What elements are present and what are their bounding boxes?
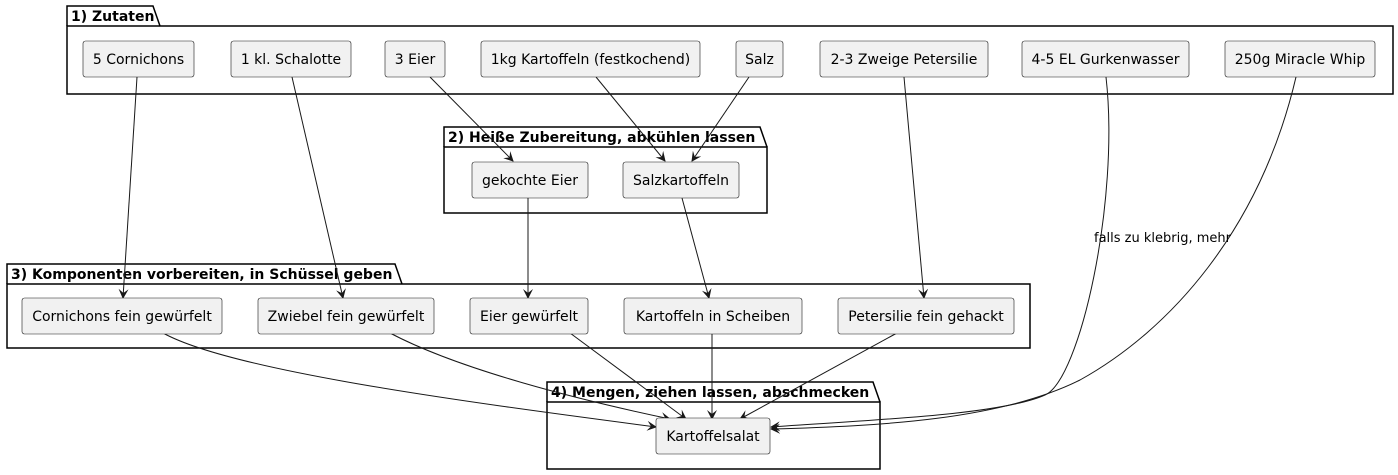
edge-petersilie-to-kartoffelsalat (739, 332, 898, 420)
edge-cornichons-to-gewuerfelt (118, 76, 138, 299)
edge-eier-to-kartoffelsalat (569, 332, 687, 420)
svg-text:gekochte Eier: gekochte Eier (482, 173, 578, 189)
edge-miracle-whip-to-kartoffelsalat (770, 76, 1297, 434)
node-cornichons-gewuerfelt: Cornichons fein gewürfelt (21, 297, 223, 335)
edge-zwiebel-to-kartoffelsalat (389, 332, 671, 423)
edge-eier-to-gekochte (429, 76, 514, 162)
edge-kartoffeln-to-salzkartoffeln (595, 76, 666, 162)
package-zutaten-title: 1) Zutaten (71, 9, 154, 25)
svg-text:1 kl. Schalotte: 1 kl. Schalotte (241, 52, 341, 68)
node-cornichons: 5 Cornichons (82, 40, 195, 78)
svg-text:250g Miracle Whip: 250g Miracle Whip (1235, 52, 1366, 68)
svg-text:3 Eier: 3 Eier (395, 52, 436, 68)
edge-cornichons-to-kartoffelsalat (162, 332, 657, 431)
svg-text:Cornichons fein gewürfelt: Cornichons fein gewürfelt (32, 309, 212, 325)
node-eier-gewuerfelt: Eier gewürfelt (469, 297, 589, 335)
edge-salzkartoffeln-to-scheiben (681, 197, 712, 299)
node-petersilie: 2-3 Zweige Petersilie (819, 40, 989, 78)
node-zwiebel-gewuerfelt: Zwiebel fein gewürfelt (257, 297, 435, 335)
node-gekochte-eier: gekochte Eier (471, 161, 589, 199)
svg-text:4-5 EL Gurkenwasser: 4-5 EL Gurkenwasser (1032, 52, 1180, 68)
node-schalotte: 1 kl. Schalotte (230, 40, 352, 78)
package-komponenten-title: 3) Komponenten vorbereiten, in Schüssel … (11, 267, 392, 283)
node-kartoffeln-scheiben: Kartoffeln in Scheiben (623, 297, 803, 335)
node-salzkartoffeln: Salzkartoffeln (622, 161, 740, 199)
svg-text:2-3 Zweige Petersilie: 2-3 Zweige Petersilie (831, 52, 978, 68)
svg-text:Kartoffeln in Scheiben: Kartoffeln in Scheiben (636, 309, 790, 325)
node-miracle-whip: 250g Miracle Whip (1224, 40, 1376, 78)
node-petersilie-gehackt: Petersilie fein gehackt (837, 297, 1015, 335)
svg-text:Salzkartoffeln: Salzkartoffeln (633, 173, 729, 189)
node-kartoffelsalat: Kartoffelsalat (655, 417, 771, 455)
svg-text:1kg Kartoffeln (festkochend): 1kg Kartoffeln (festkochend) (491, 52, 691, 68)
svg-text:5 Cornichons: 5 Cornichons (93, 52, 184, 68)
svg-text:Petersilie fein gehackt: Petersilie fein gehackt (848, 309, 1004, 325)
svg-text:Kartoffelsalat: Kartoffelsalat (666, 429, 760, 445)
node-gurkenwasser: 4-5 EL Gurkenwasser (1021, 40, 1190, 78)
node-salz: Salz (735, 40, 784, 78)
edge-salz-to-salzkartoffeln (691, 76, 750, 162)
node-eier: 3 Eier (384, 40, 446, 78)
svg-text:Zwiebel fein gewürfelt: Zwiebel fein gewürfelt (268, 309, 425, 325)
edge-petersilie-to-gehackt (903, 76, 929, 299)
svg-text:Eier gewürfelt: Eier gewürfelt (480, 309, 579, 325)
node-kartoffeln: 1kg Kartoffeln (festkochend) (480, 40, 701, 78)
package-mengen-title: 4) Mengen, ziehen lassen, abschmecken (551, 385, 869, 401)
svg-text:Salz: Salz (745, 52, 774, 68)
edges (118, 76, 1297, 434)
edge-schalotte-to-zwiebel (291, 76, 346, 299)
edge-label-gurkenwasser: falls zu klebrig, mehr (1094, 231, 1232, 246)
package-heisse-zubereitung-title: 2) Heiße Zubereitung, abkühlen lassen (448, 130, 755, 146)
